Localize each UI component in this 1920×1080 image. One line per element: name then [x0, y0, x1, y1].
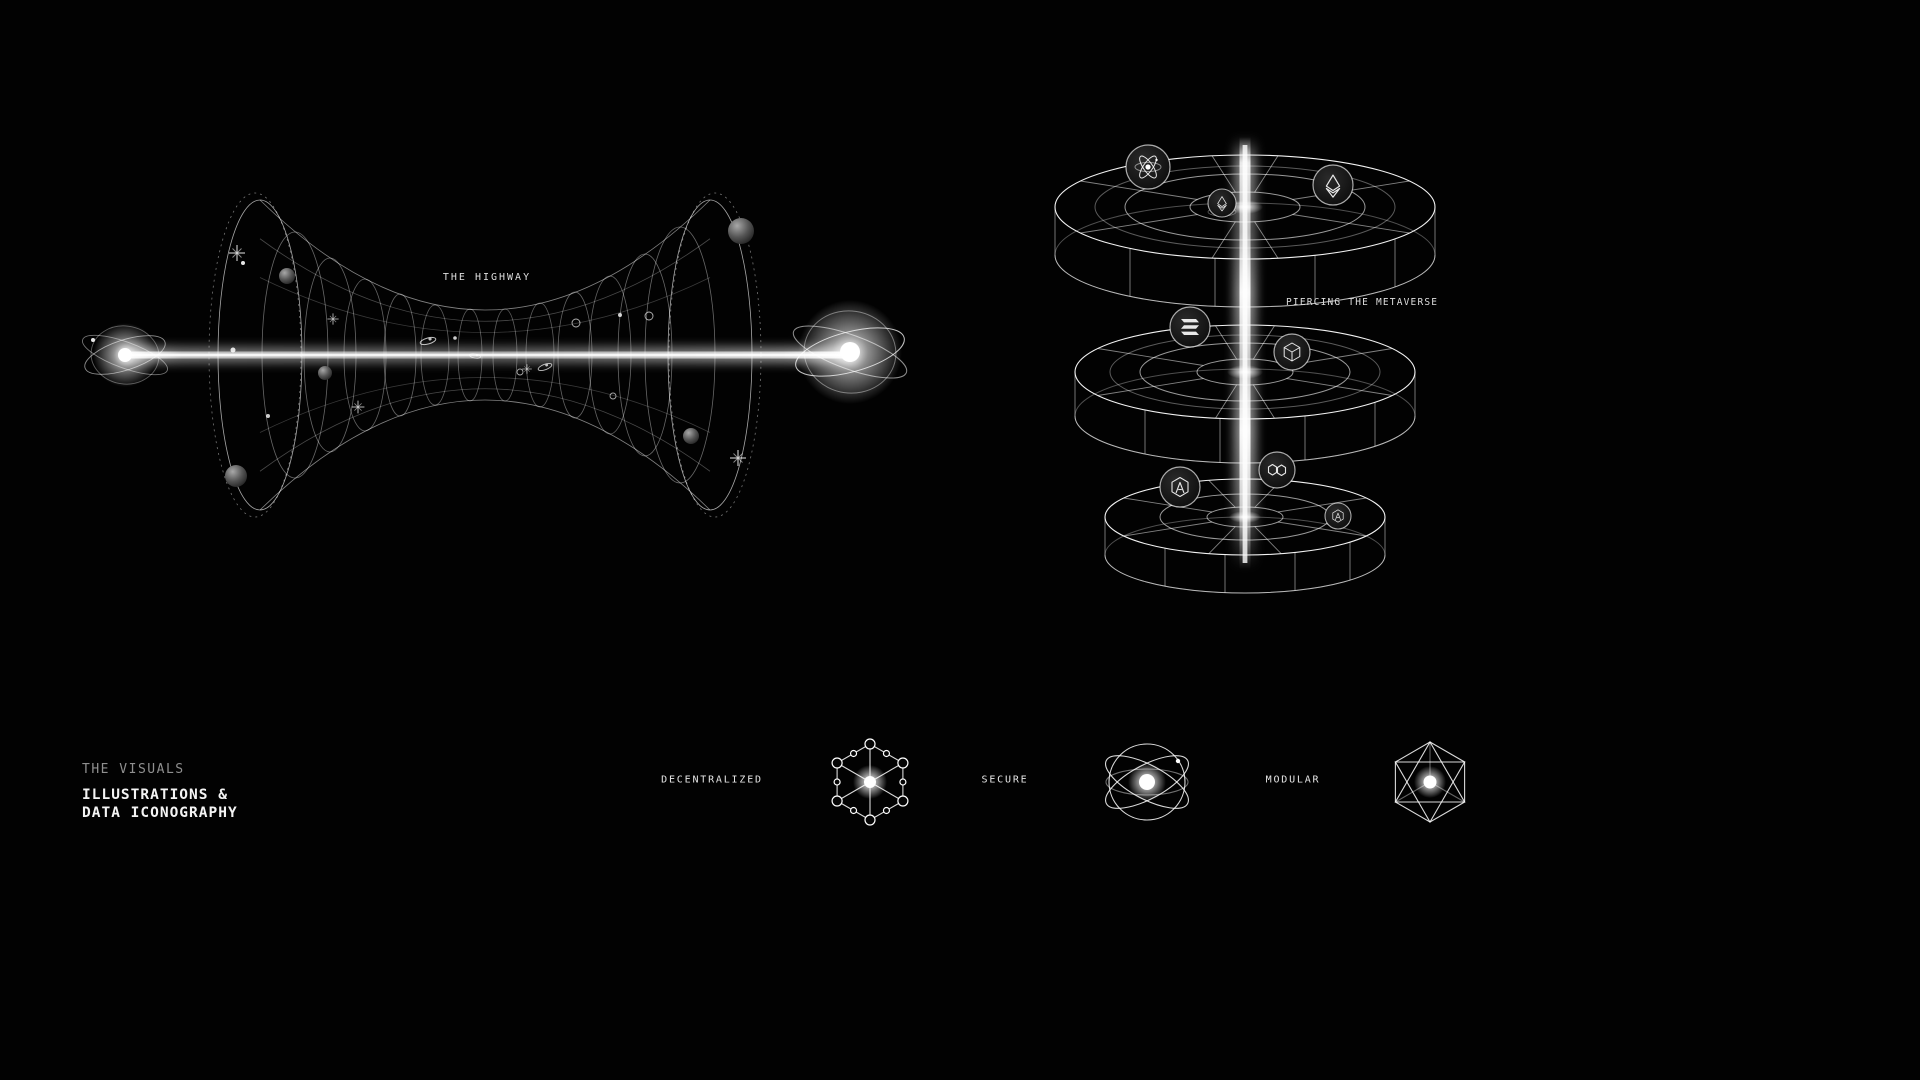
planet	[318, 366, 332, 380]
feature-label-decentralized: DECENTRALIZED	[661, 774, 763, 786]
highway-illustration: THE HIGHWAY	[82, 192, 908, 518]
orbit-sphere-icon	[1105, 743, 1189, 821]
left-orbit-node	[82, 323, 168, 387]
metaverse-label: PIERCING THE METAVERSE	[1286, 297, 1438, 308]
sparkle-icon	[228, 244, 246, 262]
sparkle-icon	[521, 363, 533, 375]
mini-orbit-icon	[536, 361, 554, 373]
footer-title-line1: ILLUSTRATIONS &	[82, 787, 228, 803]
arbitrum-coin-small	[1324, 502, 1352, 530]
cosmos-coin	[1125, 144, 1171, 190]
cube-coin	[1273, 333, 1311, 371]
light-beam	[122, 347, 856, 363]
polygon-coin	[1258, 451, 1296, 489]
arbitrum-coin	[1159, 466, 1201, 508]
planet	[279, 268, 295, 284]
feature-label-secure: SECURE	[981, 774, 1029, 786]
footer-title-line2: DATA ICONOGRAPHY	[82, 805, 238, 821]
planet	[728, 218, 754, 244]
planet	[225, 465, 247, 487]
space-dots	[230, 261, 654, 418]
solana-icon	[1181, 319, 1199, 335]
geodesic-icon	[1394, 740, 1466, 824]
metaverse-illustration: PIERCING THE METAVERSE	[1054, 137, 1438, 594]
planets	[225, 218, 754, 487]
planet	[683, 428, 699, 444]
piercing-beam	[1227, 137, 1263, 569]
sparkle-icon	[327, 313, 339, 325]
sparkle-icon	[351, 400, 365, 414]
right-orbit-node	[792, 300, 908, 404]
ethereum-coin-large	[1312, 164, 1354, 206]
solana-coin	[1169, 306, 1211, 348]
feature-label-modular: MODULAR	[1265, 774, 1321, 786]
highway-label: THE HIGHWAY	[443, 272, 531, 283]
ethereum-coin-small	[1207, 188, 1237, 218]
coins	[1125, 144, 1354, 530]
footer-eyebrow: THE VISUALS	[82, 762, 185, 777]
hex-network-icon	[831, 738, 909, 826]
sparkle-icon	[729, 449, 747, 467]
